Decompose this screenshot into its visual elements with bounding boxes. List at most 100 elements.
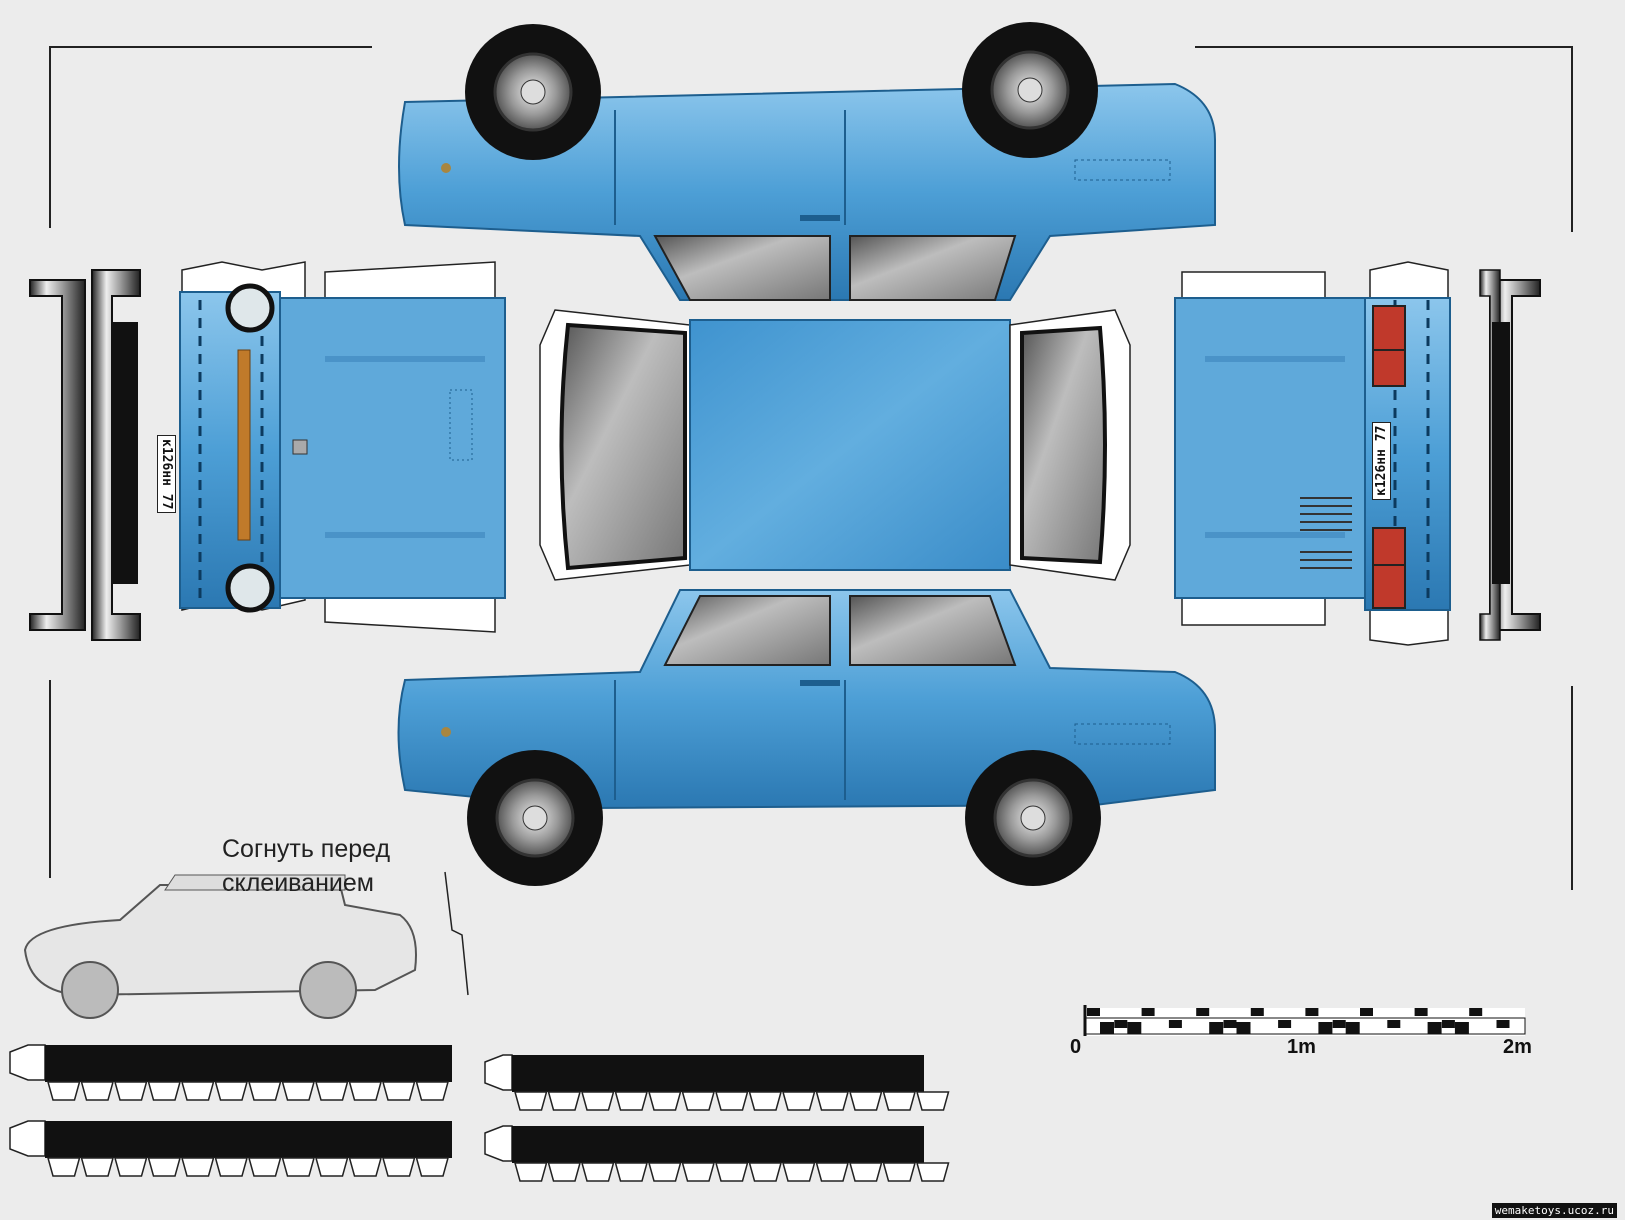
scale-segment	[1441, 1020, 1455, 1028]
glue-tab	[382, 1157, 416, 1177]
wheel-icon	[965, 750, 1101, 886]
glue-tab	[916, 1091, 950, 1111]
scale-segment	[1278, 1020, 1292, 1028]
bumper-icon	[29, 269, 141, 641]
glue-tab	[514, 1162, 548, 1182]
tire-strip	[9, 1120, 452, 1158]
fold-note-line: Согнуть перед	[222, 835, 391, 863]
glue-tab	[281, 1157, 315, 1177]
plate-number: к126нн	[1374, 449, 1389, 496]
glue-tab	[514, 1091, 548, 1111]
scale-segment	[1223, 1020, 1237, 1028]
glue-tab	[648, 1162, 682, 1182]
glue-tab	[681, 1091, 715, 1111]
glue-tab	[547, 1162, 581, 1182]
tire-strip	[484, 1054, 924, 1092]
scale-segment	[1427, 1022, 1442, 1034]
glue-tab	[849, 1162, 883, 1182]
glue-tab	[147, 1157, 181, 1177]
side-panel-bottom	[397, 589, 1216, 810]
scale-segment	[1209, 1022, 1224, 1034]
glue-tab	[547, 1091, 581, 1111]
glue-tab	[581, 1162, 615, 1182]
glue-tab	[248, 1157, 282, 1177]
scale-segment	[1127, 1022, 1142, 1034]
glue-tab	[281, 1081, 315, 1101]
glue-tab	[214, 1157, 248, 1177]
glue-tab	[348, 1157, 382, 1177]
glue-tab	[882, 1162, 916, 1182]
scale-segment	[1454, 1022, 1469, 1034]
scale-segment	[1360, 1008, 1373, 1016]
glue-tab	[348, 1081, 382, 1101]
scale-label-0: 0	[1070, 1036, 1082, 1058]
wheel-icon	[467, 750, 603, 886]
glue-tab	[882, 1091, 916, 1111]
glue-tab	[315, 1157, 349, 1177]
scale-segment	[1168, 1020, 1182, 1028]
plate-number: к126нн	[159, 439, 174, 486]
tire-strip	[9, 1044, 452, 1082]
scale-label-2m: 2m	[1503, 1036, 1532, 1058]
glue-tab	[80, 1081, 114, 1101]
glue-tab	[80, 1157, 114, 1177]
tire-strip	[484, 1125, 924, 1163]
glue-tab	[315, 1081, 349, 1101]
headlight-icon	[225, 283, 275, 333]
glue-tabs	[47, 1081, 950, 1182]
glue-tab	[782, 1162, 816, 1182]
scale-segment	[1469, 1008, 1483, 1016]
scale-segment	[1496, 1020, 1510, 1028]
glue-tab	[681, 1162, 715, 1182]
scale-segment	[1141, 1008, 1155, 1016]
scale-segment	[1387, 1020, 1401, 1028]
fold-note: Согнуть перед склеиванием	[222, 832, 390, 900]
frame-marks	[49, 46, 1573, 890]
fold-diagram	[23, 871, 469, 1019]
glue-tab	[782, 1091, 816, 1111]
scale-segment	[1236, 1022, 1251, 1034]
glue-tab	[214, 1081, 248, 1101]
scale-segment	[1114, 1020, 1128, 1028]
wheel-icon	[962, 22, 1098, 158]
roof-panel	[539, 309, 1131, 581]
glue-tab	[147, 1081, 181, 1101]
glue-tab	[47, 1081, 81, 1101]
glue-tab	[748, 1091, 782, 1111]
headlight-icon	[225, 563, 275, 613]
scale-segment	[1318, 1022, 1333, 1034]
glue-tab	[715, 1091, 749, 1111]
scale-segment	[1332, 1020, 1346, 1028]
front-hood-panel	[179, 261, 506, 633]
wheel-icon	[465, 24, 601, 160]
bumper-icon	[1479, 269, 1541, 641]
scale-segment	[1305, 1008, 1319, 1016]
glue-tab	[748, 1162, 782, 1182]
glue-tab	[382, 1081, 416, 1101]
rear-license-plate: к126нн 77	[1372, 421, 1391, 500]
glue-tab	[849, 1091, 883, 1111]
scale-segment	[1196, 1008, 1210, 1016]
fold-note-line: склеиванием	[222, 869, 374, 897]
scale-segment	[1345, 1022, 1360, 1034]
glue-tab	[581, 1091, 615, 1111]
plate-region: 77	[1374, 425, 1389, 442]
glue-tab	[248, 1081, 282, 1101]
rear-hood-panel	[1174, 261, 1451, 646]
scale-segment	[1100, 1022, 1114, 1034]
plate-region: 77	[159, 493, 174, 510]
glue-tab	[614, 1091, 648, 1111]
scale-segment	[1087, 1008, 1100, 1016]
glue-tab	[114, 1157, 148, 1177]
glue-tab	[181, 1081, 215, 1101]
glue-tab	[415, 1157, 449, 1177]
glue-tab	[715, 1162, 749, 1182]
taillight-icon	[1372, 305, 1406, 387]
glue-tab	[47, 1157, 81, 1177]
glue-tab	[181, 1157, 215, 1177]
glue-tab	[648, 1091, 682, 1111]
scale-segment	[1250, 1008, 1264, 1016]
front-license-plate: к126нн 77	[157, 435, 176, 514]
